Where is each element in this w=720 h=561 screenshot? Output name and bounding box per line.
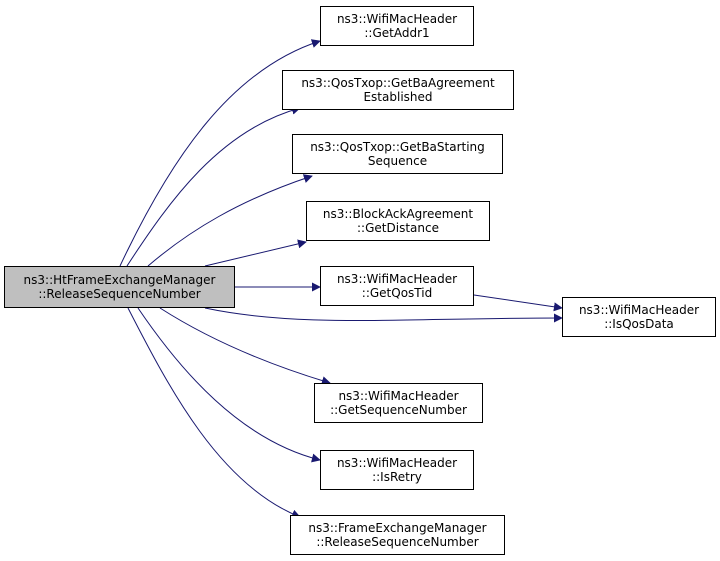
node-label-line1: ns3::HtFrameExchangeManager	[23, 273, 216, 287]
edge-root-getbastartingsequence	[147, 174, 313, 267]
node-label-line2: ::GetQosTid	[361, 286, 433, 300]
edge-root-getdistance	[204, 239, 307, 267]
node-wifimacheader-getsequencenumber[interactable]: ns3::WifiMacHeader ::GetSequenceNumber	[314, 383, 483, 423]
node-htframeexchangemanager-releasesequencenumber[interactable]: ns3::HtFrameExchangeManager ::ReleaseSeq…	[4, 266, 235, 308]
node-qostxop-getbaagreementestablished[interactable]: ns3::QosTxop::GetBaAgreement Established	[282, 70, 514, 110]
node-label-line1: ns3::WifiMacHeader	[336, 272, 458, 286]
node-label-line1: ns3::QosTxop::GetBaAgreement	[301, 76, 495, 90]
node-label-line2: ::GetSequenceNumber	[330, 403, 467, 417]
node-label-line2: ::ReleaseSequenceNumber	[38, 287, 201, 301]
node-label-line1: ns3::WifiMacHeader	[336, 12, 458, 26]
node-frameexchangemanager-releasesequencenumber[interactable]: ns3::FrameExchangeManager ::ReleaseSeque…	[290, 515, 505, 555]
node-label-line1: ns3::BlockAckAgreement	[322, 207, 474, 221]
node-label-line2: ::IsQosData	[604, 317, 674, 331]
node-label-line2: ::ReleaseSequenceNumber	[316, 535, 479, 549]
edge-getqostid-isqosdata	[473, 294, 563, 312]
edge-root-isretry	[137, 307, 321, 463]
node-wifimacheader-isqosdata[interactable]: ns3::WifiMacHeader ::IsQosData	[562, 297, 716, 337]
edge-root-releasesequencenumber	[127, 307, 301, 519]
node-label-line1: ns3::WifiMacHeader	[336, 456, 458, 470]
node-wifimacheader-isretry[interactable]: ns3::WifiMacHeader ::IsRetry	[320, 450, 474, 490]
node-wifimacheader-getaddr1[interactable]: ns3::WifiMacHeader ::GetAddr1	[320, 6, 474, 46]
node-wifimacheader-getqostid[interactable]: ns3::WifiMacHeader ::GetQosTid	[320, 266, 474, 306]
node-label-line2: ::GetDistance	[357, 221, 439, 235]
node-label-line1: ns3::WifiMacHeader	[338, 389, 459, 403]
edge-root-getsequencenumber	[159, 307, 331, 385]
node-qostxop-getbastartingsequence[interactable]: ns3::QosTxop::GetBaStarting Sequence	[292, 134, 503, 174]
edge-root-isqosdata	[204, 307, 563, 323]
node-label-line2: Sequence	[367, 154, 428, 168]
node-label-line2: ::GetAddr1	[364, 26, 430, 40]
edge-root-getaddr1	[119, 39, 321, 267]
node-label-line2: Established	[363, 90, 433, 104]
node-label-line1: ns3::WifiMacHeader	[578, 303, 700, 317]
node-label-line1: ns3::FrameExchangeManager	[308, 521, 487, 535]
node-blockackagreement-getdistance[interactable]: ns3::BlockAckAgreement ::GetDistance	[306, 201, 490, 241]
node-label-line2: ::IsRetry	[372, 470, 422, 484]
node-label-line1: ns3::QosTxop::GetBaStarting	[310, 140, 485, 154]
edge-root-getbaagreementestablished	[126, 105, 301, 267]
